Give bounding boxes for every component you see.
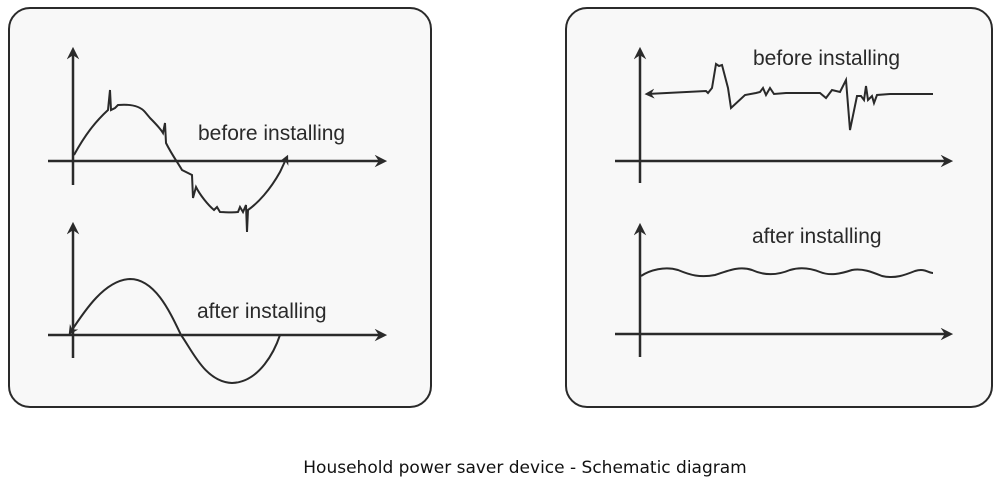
left-panel xyxy=(8,7,432,408)
right-bottom-label: after installing xyxy=(752,225,882,248)
left-bottom-label: after installing xyxy=(197,300,327,323)
right-top-plot xyxy=(615,46,954,183)
right-top-label: before installing xyxy=(753,47,900,70)
figure-caption: Household power saver device - Schematic… xyxy=(303,458,747,478)
left-top-plot xyxy=(48,46,388,233)
transient-waveform xyxy=(644,62,933,131)
left-bottom-plot xyxy=(48,221,388,385)
ripple-waveform xyxy=(640,267,934,279)
left-top-label: before installing xyxy=(198,122,345,145)
right-bottom-plot xyxy=(615,222,954,357)
clean-sine-waveform xyxy=(68,277,281,385)
right-panel xyxy=(565,7,993,408)
distorted-waveform xyxy=(73,89,289,233)
